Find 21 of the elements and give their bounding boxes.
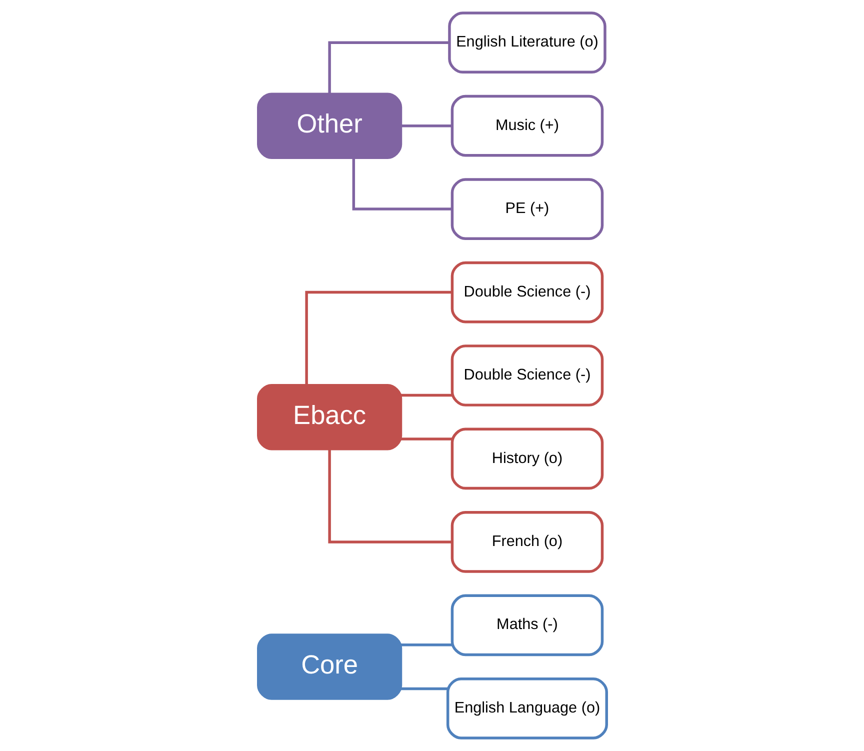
node-box: History (o) [450,428,604,490]
node-box: Music (+) [450,94,604,157]
node-box: Ebacc [256,384,402,450]
connector [400,687,448,690]
connector [400,124,452,128]
node-box: French (o) [450,511,604,573]
node-box: English Language (o) [446,677,608,740]
node-box: Maths (-) [450,594,604,656]
connector [304,290,452,386]
node-box: Core [256,634,402,700]
connector [328,41,449,94]
node-box: English Literature (o) [448,12,606,74]
node-box: Double Science (-) [450,344,604,406]
connector [352,158,452,210]
node-box: Other [256,92,402,159]
connector [400,644,452,646]
node-box: PE (+) [450,178,604,240]
connector [400,394,452,397]
connector [328,448,452,544]
connector [400,438,452,440]
node-box: Double Science (-) [450,261,604,324]
